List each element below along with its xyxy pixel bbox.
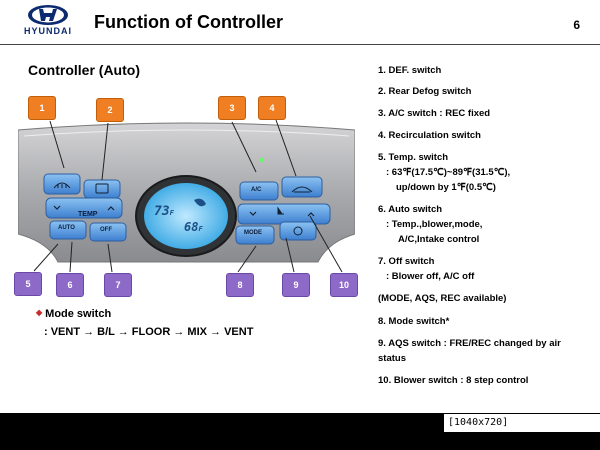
- aqs-icon: [293, 226, 303, 236]
- function-item-6: 6. Auto switch: [378, 204, 443, 215]
- callout-7: 7: [104, 273, 132, 297]
- function-item-7: 7. Off switch: [378, 256, 435, 267]
- callout-1: 1: [28, 96, 56, 120]
- slide-header: HYUNDAI Function of Controller 6: [0, 0, 600, 44]
- function-item-7-note: (MODE, AQS, REC available): [378, 293, 507, 304]
- callout-3: 3: [218, 96, 246, 120]
- mode-button[interactable]: [235, 225, 275, 245]
- brand-name: HYUNDAI: [23, 26, 72, 36]
- hyundai-logo: HYUNDAI: [8, 4, 88, 40]
- function-item-1: 1. DEF. switch: [378, 65, 442, 76]
- defrost-icon: [53, 182, 71, 189]
- temp-switch[interactable]: [45, 197, 123, 219]
- callout-5: 5: [14, 272, 42, 296]
- left-temp-unit: F: [169, 209, 174, 217]
- fan-icon: [277, 206, 284, 215]
- fan-display-icon: [194, 198, 206, 207]
- function-item-6-detail-2: A/C,Intake control: [398, 234, 480, 245]
- off-button-label: OFF: [100, 227, 112, 233]
- function-item-3: 3. A/C switch : REC fixed: [378, 108, 491, 119]
- callout-9: 9: [282, 273, 310, 297]
- auto-button[interactable]: [49, 220, 87, 240]
- right-button-cluster: [235, 158, 331, 245]
- function-item-8: 8. Mode switch*: [378, 316, 450, 327]
- aqs-button[interactable]: [279, 221, 317, 241]
- hyundai-emblem-icon: [28, 5, 68, 25]
- mode-switch-title-row: ◆Mode switch: [36, 308, 111, 320]
- display-left-temp: 73F: [154, 204, 174, 219]
- mode-button-label: MODE: [244, 230, 262, 236]
- function-item-4: 4. Recirculation switch: [378, 130, 481, 141]
- section-title: Controller (Auto): [28, 62, 140, 78]
- function-item-5-step: up/down by 1℉(0.5℃): [396, 182, 496, 193]
- right-temp-value: 68: [184, 220, 199, 234]
- controller-panel-image: [18, 122, 355, 263]
- ac-button[interactable]: [239, 181, 279, 201]
- left-button-cluster: [43, 173, 127, 242]
- display-right-temp: 68F: [184, 220, 203, 234]
- temp-button-label: TEMP: [78, 211, 98, 218]
- right-temp-unit: F: [198, 225, 203, 233]
- blower-up-icon: [307, 212, 315, 217]
- lcd-display: [144, 183, 228, 249]
- temp-down-icon: [53, 205, 61, 210]
- mode-switch-title: Mode switch: [45, 308, 112, 320]
- left-temp-value: 73: [154, 204, 170, 219]
- function-item-6-detail-1: : Temp.,blower,mode,: [386, 219, 483, 230]
- function-item-2: 2. Rear Defog switch: [378, 86, 472, 97]
- function-item-7-detail: : Blower off, A/C off: [386, 271, 475, 282]
- auto-button-label: AUTO: [58, 225, 75, 231]
- off-button[interactable]: [89, 222, 127, 242]
- recirculation-icon: [291, 186, 313, 193]
- mode-switch-sequence: : VENT → B/L → FLOOR → MIX → VENT: [44, 326, 254, 338]
- ac-button-label: A/C: [251, 187, 262, 193]
- bullet-icon: ◆: [36, 308, 43, 317]
- function-item-9: 9. AQS switch : FRE/REC changed by air: [378, 338, 561, 349]
- callout-6: 6: [56, 273, 84, 297]
- callout-10: 10: [330, 273, 358, 297]
- callout-lines: [33, 119, 343, 273]
- function-item-5: 5. Temp. switch: [378, 152, 449, 163]
- page-number: 6: [573, 18, 580, 32]
- function-item-5-range: : 63℉(17.5℃)~89℉(31.5℃),: [386, 167, 511, 178]
- callout-4: 4: [258, 96, 286, 120]
- callout-2: 2: [96, 98, 124, 122]
- blower-down-icon: [249, 211, 257, 216]
- function-item-9-cont: status: [378, 353, 406, 364]
- header-divider: [0, 44, 600, 45]
- temp-up-icon: [107, 206, 115, 211]
- function-item-10: 10. Blower switch : 8 step control: [378, 375, 529, 386]
- slide: HYUNDAI Function of Controller 6 Control…: [0, 0, 600, 413]
- rear-defog-icon: [95, 183, 109, 194]
- image-caption: [1040x720] http://upic.me/: [444, 414, 600, 446]
- ac-indicator-led: [260, 158, 264, 162]
- page-title: Function of Controller: [94, 12, 283, 32]
- callout-8: 8: [226, 273, 254, 297]
